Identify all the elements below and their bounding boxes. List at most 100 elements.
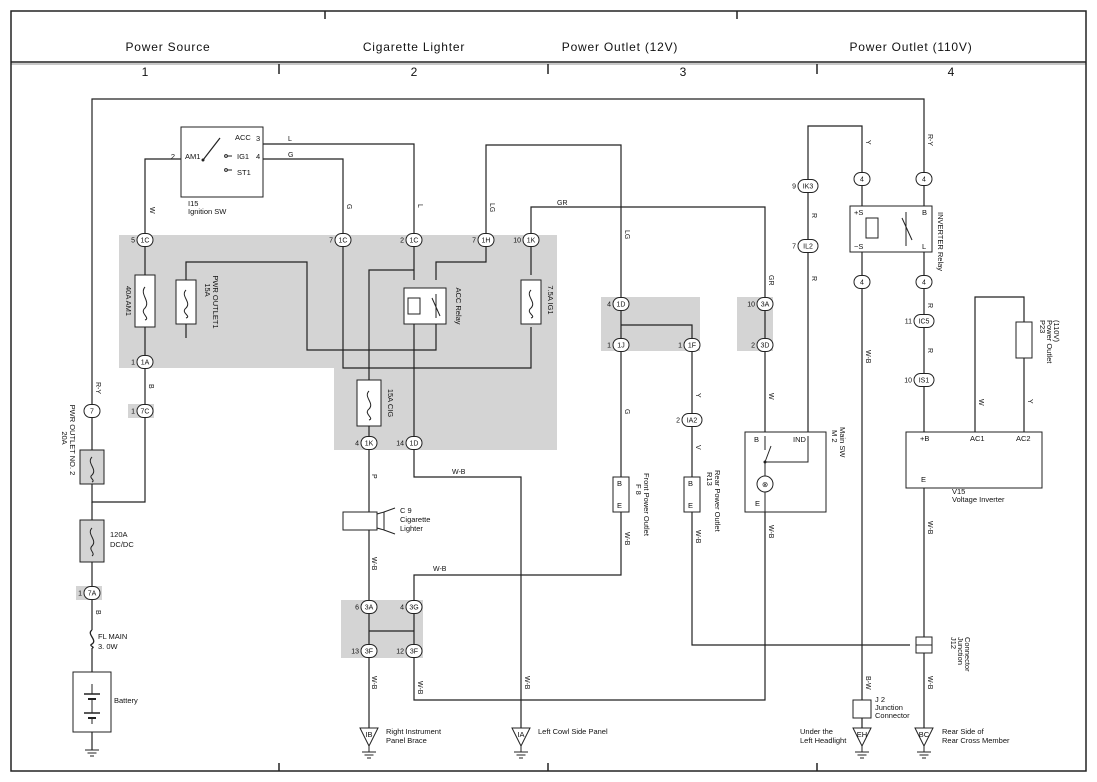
svg-text:Left Headlight: Left Headlight: [800, 736, 847, 745]
wire-label: R-Y: [926, 134, 933, 146]
svg-text:Rear Side of: Rear Side of: [942, 727, 985, 736]
svg-text:1K: 1K: [365, 441, 374, 448]
svg-text:B: B: [688, 479, 693, 488]
ground-battery: [85, 749, 99, 757]
svg-text:AC2: AC2: [1016, 434, 1031, 443]
section-power-outlet-110v: Power Outlet (110V): [849, 40, 972, 54]
wire-label: B-W: [864, 676, 871, 690]
svg-text:1: 1: [131, 360, 135, 367]
wire-label: L: [288, 136, 292, 143]
svg-text:4: 4: [922, 177, 926, 184]
svg-text:9: 9: [792, 184, 796, 191]
wire-label: W-B: [370, 557, 377, 571]
svg-text:1K: 1K: [527, 238, 536, 245]
ignition-switch: AM1 ACC IG1 ST1 2 3 4 I15 Ignition SW: [171, 126, 264, 216]
connector-4: 4: [915, 172, 933, 186]
wire-label: V: [694, 445, 701, 450]
fl-main-fusible-link: FL MAIN 3. 0W: [89, 629, 127, 651]
voltage-inverter: +B AC1 AC2 E V15 Voltage Inverter: [905, 431, 1043, 504]
svg-text:ST1: ST1: [237, 168, 251, 177]
wire-label: W: [977, 399, 984, 406]
svg-text:C 9: C 9: [400, 506, 412, 515]
column-4: 4: [948, 65, 955, 79]
svg-text:Rear Power Outlet: Rear Power Outlet: [713, 470, 722, 533]
svg-text:E: E: [921, 475, 926, 484]
fuse-15a-pwr-outlet1: 15A PWR OUTLET1: [175, 275, 220, 329]
svg-text:14: 14: [396, 441, 404, 448]
svg-text:4: 4: [355, 441, 359, 448]
svg-text:INVERTER Relay: INVERTER Relay: [936, 212, 945, 271]
junction-connector-j2: J 2 Junction Connector: [852, 695, 910, 720]
svg-text:Connector: Connector: [875, 711, 910, 720]
wire-label: Y: [1026, 399, 1033, 404]
wire-label: P: [370, 474, 377, 479]
svg-text:4: 4: [860, 280, 864, 287]
connector-1d: 1D4: [607, 297, 630, 311]
connector-3g: 3G4: [400, 600, 423, 614]
svg-text:E: E: [755, 499, 760, 508]
ignition-sw-id: I15: [188, 199, 198, 208]
svg-text:40A AM1: 40A AM1: [124, 286, 133, 316]
column-1: 1: [142, 65, 149, 79]
column-3: 3: [680, 65, 687, 79]
svg-text:2: 2: [400, 238, 404, 245]
svg-text:IB: IB: [365, 730, 372, 739]
svg-text:Voltage Inverter: Voltage Inverter: [952, 495, 1005, 504]
fuse-15a-cig: 15A CIG: [356, 379, 395, 427]
power-outlet-110v: P23 Power Outlet (110V): [1015, 320, 1061, 364]
wire-label: W-B: [433, 566, 447, 573]
svg-text:F 8: F 8: [634, 484, 643, 495]
connector-1j: 1J1: [607, 338, 630, 352]
svg-text:10: 10: [904, 378, 912, 385]
fuse-120a-dc-dc: 120A DC/DC: [79, 519, 134, 563]
svg-text:AM1: AM1: [185, 152, 200, 161]
wire-label: W-B: [926, 676, 933, 690]
wire-label: GR: [767, 275, 774, 286]
svg-text:Lighter: Lighter: [400, 524, 423, 533]
svg-text:3A: 3A: [761, 302, 770, 309]
svg-text:7: 7: [90, 409, 94, 416]
svg-text:IC5: IC5: [919, 319, 930, 326]
svg-text:1A: 1A: [141, 360, 150, 367]
wire-label: LG: [488, 203, 495, 212]
svg-text:(110V): (110V): [1052, 320, 1061, 342]
svg-text:E: E: [688, 501, 693, 510]
svg-text:1H: 1H: [482, 238, 491, 245]
svg-text:2: 2: [676, 418, 680, 425]
svg-text:7.5A IG1: 7.5A IG1: [546, 285, 555, 314]
column-2: 2: [411, 65, 418, 79]
connector-1k: 1K 4: [355, 436, 378, 450]
svg-text:IK3: IK3: [803, 184, 814, 191]
svg-text:20A: 20A: [60, 431, 69, 444]
svg-text:J 2: J 2: [875, 695, 885, 704]
svg-text:R13: R13: [705, 472, 714, 486]
connector-1h: 1H7: [472, 233, 495, 247]
svg-text:Connector: Connector: [963, 637, 972, 672]
connector-4: 4: [915, 275, 933, 289]
wire-label: GR: [557, 200, 568, 207]
section-cigarette-lighter: Cigarette Lighter: [363, 40, 465, 54]
connector-7c: 7C1: [131, 404, 154, 418]
fuse-20a-pwr-outlet-no2: 20A PWR OUTLET NO. 2: [60, 405, 105, 485]
connector-ic5: IC5 11: [905, 314, 935, 328]
svg-text:B: B: [922, 208, 927, 217]
svg-text:Right Instrument: Right Instrument: [386, 727, 442, 736]
svg-text:DC/DC: DC/DC: [110, 540, 134, 549]
svg-text:10: 10: [513, 238, 521, 245]
wire-label: W-B: [926, 521, 933, 535]
svg-text:7C: 7C: [141, 409, 150, 416]
svg-text:3F: 3F: [410, 649, 418, 656]
svg-text:M 2: M 2: [830, 430, 839, 443]
svg-text:7: 7: [329, 238, 333, 245]
svg-text:11: 11: [905, 319, 912, 326]
svg-text:4: 4: [400, 605, 404, 612]
wire-label: R: [926, 303, 933, 308]
connector-1c: 1C5: [131, 233, 154, 247]
svg-text:Cigarette: Cigarette: [400, 515, 430, 524]
svg-text:3F: 3F: [365, 649, 373, 656]
svg-text:3: 3: [256, 134, 260, 143]
